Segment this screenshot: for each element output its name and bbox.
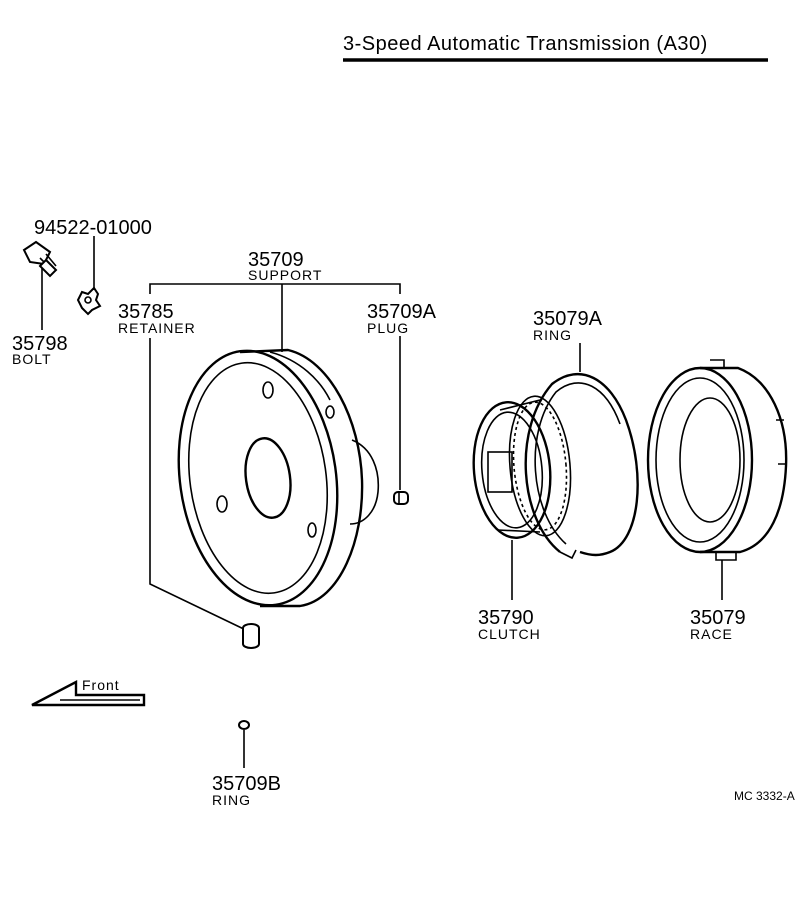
front-arrow [31,680,146,707]
part-number-35709B: 35709B [212,773,281,795]
retainer-35785-drawing [242,623,260,649]
part-name-35709: SUPPORT [248,267,322,283]
race-35079-drawing [646,359,788,561]
part-name-35709B: RING [212,792,251,808]
part-number-35798: 35798 [12,333,68,355]
support-35709-drawing [177,348,380,608]
part-number-94522-01000: 94522-01000 [34,217,152,239]
plug-35709A-drawing [393,491,409,505]
washer-94522-drawing [76,286,102,316]
leader-35785 [149,338,251,633]
part-number-35785: 35785 [118,301,174,323]
part-name-35798: BOLT [12,351,52,367]
ring-35709B-drawing [238,720,250,730]
part-number-35790: 35790 [478,607,534,629]
diagram-code: MC 3332-A [734,789,795,803]
bolt-35798-drawing [22,240,58,278]
front-arrow-label: Front [82,677,120,693]
part-name-35785: RETAINER [118,320,196,336]
part-number-35079A: 35079A [533,308,603,330]
part-name-35709A: PLUG [367,320,409,336]
clutch-35790-drawing [472,395,572,540]
support-bracket [149,283,401,294]
part-name-35079: RACE [690,626,733,642]
diagram-title: 3-Speed Automatic Transmission (A30) [343,33,708,55]
part-number-35709: 35709 [248,249,304,271]
part-number-35079: 35079 [690,607,746,629]
ring-35079A-drawing [524,373,639,560]
part-number-35709A: 35709A [367,301,437,323]
part-name-35079A: RING [533,327,572,343]
part-name-35790: CLUTCH [478,626,541,642]
